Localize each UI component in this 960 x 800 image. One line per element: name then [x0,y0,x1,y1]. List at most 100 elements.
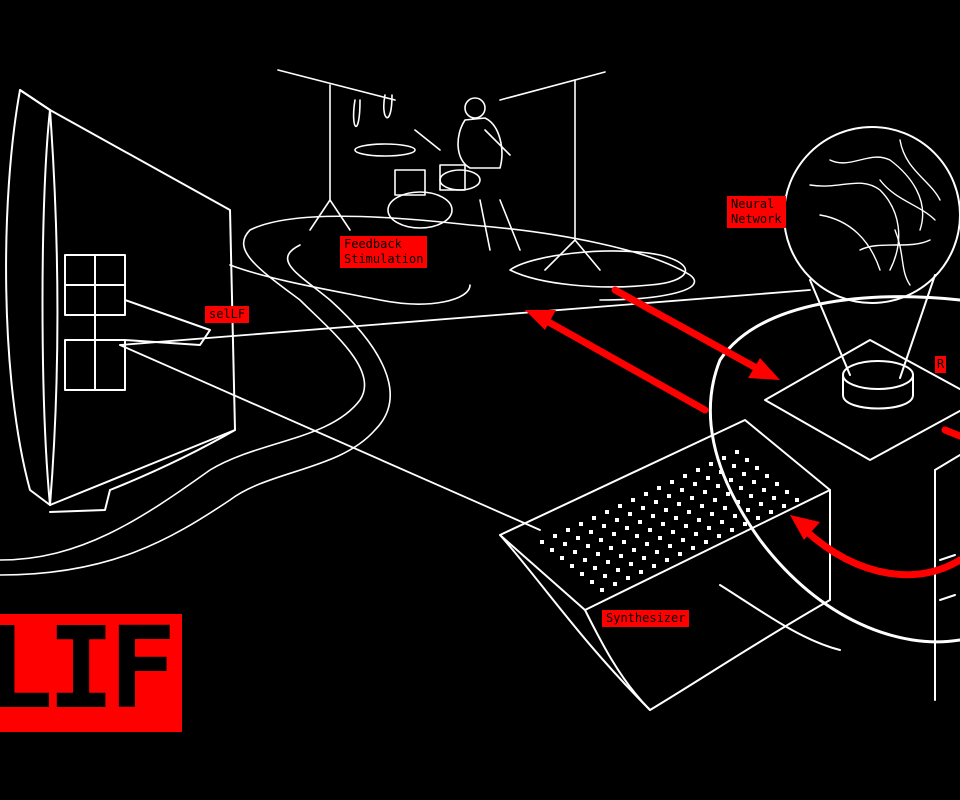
key-dot [745,458,749,462]
label-edge-cropped: R [935,356,947,373]
processor-tower [934,454,960,701]
key-dot [716,484,720,488]
key-dot [618,504,622,508]
key-dot [762,488,766,492]
key-dot [590,580,594,584]
key-dot [626,576,630,580]
key-dot [586,544,590,548]
key-dot [723,506,727,510]
loop-ring [708,295,960,644]
key-dot [671,530,675,534]
key-dot [596,552,600,556]
key-dot [667,494,671,498]
key-dot [772,496,776,500]
key-dot [691,546,695,550]
key-dot [641,506,645,510]
key-dot [733,514,737,518]
label-neural-network: Neural Network [727,196,786,228]
key-dot [713,498,717,502]
key-dot [696,468,700,472]
key-dot [769,510,773,514]
key-dot [706,476,710,480]
key-dot [632,548,636,552]
key-dot [612,532,616,536]
key-dot [602,524,606,528]
key-dot [704,540,708,544]
key-dot [613,582,617,586]
key-dot [576,536,580,540]
key-dot [654,500,658,504]
key-dot [756,516,760,520]
signal-arrows [525,286,960,579]
key-dot [742,472,746,476]
key-dot [707,526,711,530]
key-dot [703,490,707,494]
key-dot [635,534,639,538]
key-dot [681,538,685,542]
key-dot [605,510,609,514]
key-dot [603,574,607,578]
sensor-platform [764,339,960,461]
key-dot [600,588,604,592]
key-dot [680,488,684,492]
key-dot [726,492,730,496]
key-dot [573,550,577,554]
key-dot [622,540,626,544]
key-dot [563,542,567,546]
key-dot [782,504,786,508]
key-dot [749,494,753,498]
key-dot [651,514,655,518]
key-dot [615,518,619,522]
key-dot [540,540,544,544]
key-dot [690,496,694,500]
key-dot [661,522,665,526]
key-dot [730,528,734,532]
key-dot [642,556,646,560]
monitor-drawing [5,89,236,513]
key-dot [739,486,743,490]
label-synthesizer: Synthesizer [602,610,690,627]
key-dot [579,522,583,526]
logo-text: LIF [0,614,176,732]
key-dot [765,474,769,478]
synthesizer-drawing [499,419,841,711]
key-dot [609,546,613,550]
brand-logo: LIF [0,614,182,732]
key-dot [746,508,750,512]
key-dot [697,518,701,522]
key-dot [644,492,648,496]
key-dot [668,544,672,548]
label-feedback-stimulation: Feedback Stimulation [340,236,428,268]
key-dot [645,542,649,546]
key-dot [687,510,691,514]
key-dot [658,536,662,540]
key-dot [553,534,557,538]
key-dot [694,532,698,536]
key-dot [589,530,593,534]
key-dot [616,568,620,572]
key-dot [693,482,697,486]
key-dot [606,560,610,564]
key-dot [638,520,642,524]
key-dot [678,552,682,556]
key-dot [743,522,747,526]
key-dot [736,500,740,504]
key-dot [677,502,681,506]
floor-outline [0,215,696,576]
arrow-synth-to-stage [525,310,709,414]
key-dot [700,504,704,508]
key-dot [629,562,633,566]
key-dot [657,486,661,490]
key-dot [628,512,632,516]
key-dot [729,478,733,482]
key-dot [639,570,643,574]
key-dot [592,516,596,520]
key-dot [752,480,756,484]
key-dot [550,548,554,552]
key-dot [717,534,721,538]
arrow-tower-to-synth [790,515,960,579]
key-dot [719,470,723,474]
key-dot [735,450,739,454]
key-dot [560,556,564,560]
